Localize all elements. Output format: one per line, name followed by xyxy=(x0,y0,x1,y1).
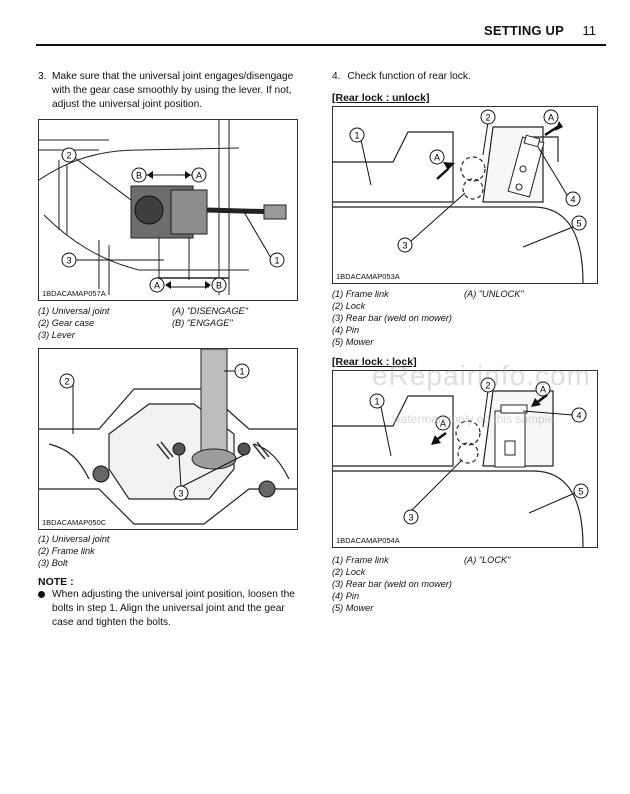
fig3-callout-a-right: A xyxy=(548,113,554,123)
fig4-caption-3: (3) Rear bar (weld on mower) xyxy=(332,579,452,589)
figure-3-captions-left: (1) Frame link (2) Lock (3) Rear bar (we… xyxy=(332,288,462,348)
fig3-caption-5: (5) Mower xyxy=(332,337,374,347)
fig4-callout-5: 5 xyxy=(578,487,583,497)
fig2-caption-3: (3) Bolt xyxy=(38,558,68,568)
fig2-callout-1: 1 xyxy=(239,367,244,377)
fig2-callout-3: 3 xyxy=(178,489,183,499)
figure-3-callouts: 1 2 3 4 5 A A xyxy=(349,109,587,253)
fig3-caption-2: (2) Lock xyxy=(332,301,366,311)
fig1-callout-b-bottom: B xyxy=(216,281,222,291)
figure-rear-lock-lock: 1 2 3 4 5 A A 1BDACAMAP054A xyxy=(332,370,598,548)
fig1-caption-3: (3) Lever xyxy=(38,330,75,340)
watermark-main: eRepairinfo.com xyxy=(372,360,591,391)
fig3-caption-1: (1) Frame link xyxy=(332,289,389,299)
note-line-2: bolts in step 1. Align the universal joi… xyxy=(52,603,285,614)
figure-4-drawing xyxy=(333,390,584,547)
fig3-callout-a-left: A xyxy=(434,153,440,163)
fig4-callout-2: 2 xyxy=(485,381,490,391)
fig3-callout-4: 4 xyxy=(570,195,575,205)
fig1-caption-b: (B) "ENGAGE" xyxy=(172,318,233,328)
fig4-caption-4: (4) Pin xyxy=(332,591,360,601)
fig4-callout-3: 3 xyxy=(408,513,413,523)
note-line-1: When adjusting the universal joint posit… xyxy=(52,589,295,600)
step-3-line-1: Make sure that the universal joint engag… xyxy=(52,71,294,82)
watermark-sub: watermark only on this sample xyxy=(392,412,555,426)
header-title: SETTING UP xyxy=(483,23,564,38)
figure-frame-link-bolts: 1 2 3 1BDACAMAP050C xyxy=(38,348,298,530)
fig3-caption-4: (4) Pin xyxy=(332,325,360,335)
figure-4-captions-left: (1) Frame link (2) Lock (3) Rear bar (we… xyxy=(332,554,462,614)
step-3-line-2: with the gear case smoothly by using the… xyxy=(52,85,292,96)
fig2-caption-2: (2) Frame link xyxy=(38,546,95,556)
fig1-callout-3: 3 xyxy=(66,256,71,266)
note-body: When adjusting the universal joint posit… xyxy=(38,588,308,630)
figure-3-captions-right: (A) "UNLOCK" xyxy=(464,288,594,300)
page-number: 11 xyxy=(582,23,597,38)
header-rule xyxy=(36,44,606,46)
step-4-text: 4. Check function of rear lock. xyxy=(332,70,471,84)
figure-1-id: 1BDACAMAP057A xyxy=(42,289,108,298)
fig1-callout-a-bottom: A xyxy=(154,281,160,291)
figure-2-callouts: 1 2 3 xyxy=(59,363,250,501)
figure-universal-joint-lever: 2 3 1 B A A B 1BDACAMAP057A xyxy=(38,119,298,301)
step-4-number: 4. xyxy=(332,71,341,82)
step-4-line: Check function of rear lock. xyxy=(347,71,471,82)
figure-4-id: 1BDACAMAP054A xyxy=(336,536,402,545)
step-3-text: 3. Make sure that the universal joint en… xyxy=(38,70,308,112)
fig3-callout-1: 1 xyxy=(354,131,359,141)
step-3-line-3: adjust the universal joint position. xyxy=(52,99,203,110)
fig1-caption-a: (A) "DISENGAGE" xyxy=(172,306,248,316)
figure-1-captions-right: (A) "DISENGAGE" (B) "ENGAGE" xyxy=(172,305,302,329)
fig4-caption-5: (5) Mower xyxy=(332,603,374,613)
fig4-callout-a-left: A xyxy=(440,419,446,429)
fig3-callout-5: 5 xyxy=(576,219,581,229)
fig1-caption-2: (2) Gear case xyxy=(38,318,95,328)
note-title: NOTE : xyxy=(38,576,74,588)
figure-3-drawing xyxy=(333,126,584,283)
fig3-caption-3: (3) Rear bar (weld on mower) xyxy=(332,313,452,323)
figure-2-id: 1BDACAMAP050C xyxy=(42,518,109,527)
note-bullet xyxy=(38,591,45,598)
fig3-callout-3: 3 xyxy=(402,241,407,251)
figure-1-drawing xyxy=(39,120,287,295)
fig1-callout-b-top: B xyxy=(136,171,142,181)
fig1-callout-2: 2 xyxy=(66,151,71,161)
note-line-3: case and tighten the bolts. xyxy=(52,617,171,628)
lock-heading: [Rear lock : lock] xyxy=(332,356,417,368)
unlock-heading: [Rear lock : unlock] xyxy=(332,92,430,104)
fig4-caption-1: (1) Frame link xyxy=(332,555,389,565)
figure-4-captions-right: (A) "LOCK" xyxy=(464,554,594,566)
fig3-caption-a: (A) "UNLOCK" xyxy=(464,289,524,299)
fig1-callout-1: 1 xyxy=(274,256,279,266)
fig3-callout-2: 2 xyxy=(485,113,490,123)
figure-3-id: 1BDACAMAP053A xyxy=(336,272,402,281)
figure-4-callouts: 1 2 3 4 5 A A xyxy=(369,377,589,525)
fig4-caption-a: (A) "LOCK" xyxy=(464,555,511,565)
fig2-callout-2: 2 xyxy=(64,377,69,387)
fig1-callout-a-top: A xyxy=(196,171,202,181)
figure-rear-lock-unlock: 1 2 3 4 5 A A 1BDACAMAP053A xyxy=(332,106,598,284)
fig2-caption-1: (1) Universal joint xyxy=(38,534,110,544)
figure-2-drawing xyxy=(39,349,297,525)
fig4-callout-a-right: A xyxy=(540,385,546,395)
fig4-callout-4: 4 xyxy=(576,411,581,421)
figure-1-callouts: 2 3 1 B A A B xyxy=(61,147,285,293)
step-3-number: 3. xyxy=(38,71,47,82)
fig4-callout-1: 1 xyxy=(374,397,379,407)
fig1-caption-1: (1) Universal joint xyxy=(38,306,110,316)
figure-1-captions-left: (1) Universal joint (2) Gear case (3) Le… xyxy=(38,305,168,341)
fig4-caption-2: (2) Lock xyxy=(332,567,366,577)
figure-2-captions: (1) Universal joint (2) Frame link (3) B… xyxy=(38,533,238,569)
